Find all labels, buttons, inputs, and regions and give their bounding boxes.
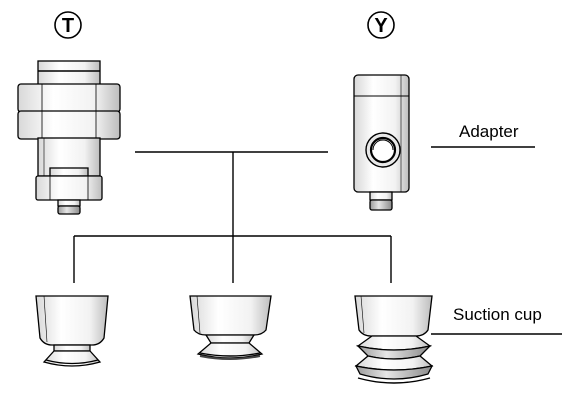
connector-lines (73, 151, 392, 283)
suction-cup-callout: Suction cup (431, 305, 562, 335)
marker-y-label: Y (374, 15, 388, 37)
adapter-label: Adapter (459, 122, 519, 141)
threaded-adapter (17, 60, 121, 215)
side-adapter (353, 74, 410, 211)
adapter-callout: Adapter (431, 122, 535, 148)
flat-suction-cup (35, 295, 109, 367)
marker-y: Y (367, 11, 395, 39)
marker-t-label: T (62, 15, 74, 37)
suction-cup-label: Suction cup (453, 305, 542, 324)
marker-t: T (54, 11, 82, 39)
wide-flat-suction-cup (189, 295, 272, 360)
bellows-suction-cup (354, 295, 434, 384)
